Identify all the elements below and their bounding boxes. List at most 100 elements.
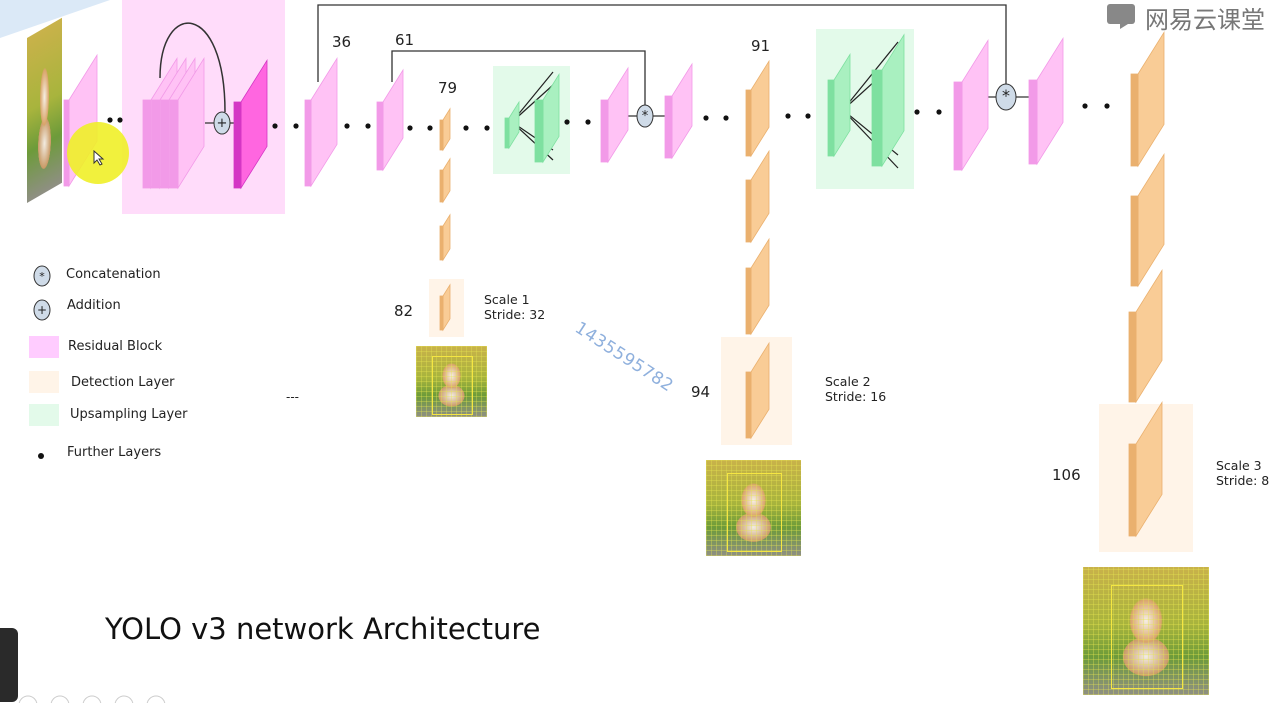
further-layer-dot: [564, 119, 570, 125]
legend-detection-layer: Detection Layer: [71, 375, 175, 390]
circle-asterisk-icon: *: [33, 265, 51, 287]
detect-3c: [1128, 269, 1163, 404]
svg-text:*: *: [642, 109, 649, 124]
input-image: [27, 17, 62, 203]
legend-concat-symbol: *: [39, 270, 45, 283]
scale-2-label: Scale 2 Stride: 16: [825, 374, 886, 404]
further-layer-dot: [585, 119, 591, 125]
detect-2a: [745, 149, 770, 244]
residual-arc: [159, 22, 226, 113]
layer-number-79: 79: [438, 79, 458, 97]
further-layer-dot: [344, 123, 350, 129]
bounding-box: [1110, 584, 1184, 690]
grid-overlay: [1083, 567, 1209, 695]
residual-layer-3: [169, 57, 205, 190]
concat-op-icon-2: *: [995, 83, 1017, 111]
further-layer-dot: [914, 109, 920, 115]
further-layers-dot-icon: [38, 453, 44, 459]
upsample-layer-b: [534, 73, 560, 164]
further-layer-dot: [936, 109, 942, 115]
layer-pink-4: [1028, 37, 1064, 166]
further-layer-dot: [805, 113, 811, 119]
skip-connection-36: [317, 4, 1007, 85]
legend-add-symbol: +: [37, 303, 47, 317]
layer-79: [439, 107, 451, 152]
layer-pink-2: [664, 62, 693, 160]
residual-output-layer: [233, 59, 268, 190]
bounding-box: [726, 473, 783, 553]
pointer-cursor-icon: [93, 150, 105, 166]
corner-decoration: [0, 0, 110, 38]
further-layer-dot: [1082, 103, 1088, 109]
grid-overlay: [706, 460, 801, 556]
detection-image-scale-1: [416, 346, 487, 417]
further-layer-dot: [703, 115, 709, 121]
scale-1-name: Scale 1: [484, 292, 530, 307]
further-layer-dot: [723, 115, 729, 121]
further-layer-dot: [1104, 103, 1110, 109]
further-layer-dot: [117, 117, 123, 123]
layer-number-94: 94: [691, 383, 711, 401]
upsample-layer-d: [871, 33, 905, 168]
further-layer-dot: [484, 125, 490, 131]
layer-number-82: 82: [394, 302, 414, 320]
further-layer-dot: [365, 123, 371, 129]
upsample-layer-c: [827, 53, 851, 158]
scale-3-name: Scale 3: [1216, 458, 1262, 473]
detect-3a: [1130, 31, 1165, 168]
scale-1-label: Scale 1 Stride: 32: [484, 292, 545, 322]
detection-image-scale-3: [1083, 567, 1209, 695]
legend-residual-block: Residual Block: [68, 339, 163, 354]
layer-61: [376, 68, 404, 172]
detect-1b: [439, 213, 451, 262]
diagram-title: YOLO v3 network Architecture: [105, 612, 541, 646]
layer-number-106: 106: [1052, 466, 1081, 484]
layer-36: [304, 57, 338, 188]
layer-number-36: 36: [332, 33, 352, 51]
detection-image-scale-2: [706, 460, 801, 556]
bottom-controls: [18, 695, 166, 703]
brand-text: 网易云课堂: [1145, 6, 1265, 34]
upsampling-swatch: [29, 404, 59, 426]
svg-text:*: *: [1002, 86, 1010, 105]
further-layer-dot: [463, 125, 469, 131]
layer-number-61: 61: [395, 31, 415, 49]
layer-91: [745, 59, 770, 158]
layer-pink-3: [953, 39, 989, 172]
layer-pink-1: [600, 66, 629, 164]
layer-number-91: 91: [751, 37, 771, 55]
scale-1-stride: Stride: 32: [484, 307, 546, 322]
legend-addition: Addition: [67, 298, 121, 313]
upsample-layer-a: [504, 100, 520, 150]
residual-swatch: [29, 336, 59, 358]
scale-2-stride: Stride: 16: [825, 389, 887, 404]
scale-3-stride: Stride: 8: [1216, 473, 1270, 488]
svg-text:+: +: [217, 116, 228, 131]
grid-overlay: [416, 346, 487, 417]
detect-2b: [745, 237, 770, 336]
skip-connection-61: [391, 50, 646, 105]
cursor-highlight: [67, 122, 129, 184]
detection-swatch: [29, 371, 59, 393]
further-layer-dot: [107, 117, 113, 123]
legend-upsampling-layer: Upsampling Layer: [70, 407, 188, 422]
addition-op-icon: +: [213, 111, 231, 135]
legend-further-layers: Further Layers: [67, 445, 162, 460]
detect-3b: [1130, 153, 1165, 288]
legend-concatenation: Concatenation: [66, 267, 161, 282]
scale-2-name: Scale 2: [825, 374, 871, 389]
concat-op-icon-1: *: [636, 104, 654, 128]
netease-logo-icon: [1107, 4, 1135, 29]
further-layer-dot: [427, 125, 433, 131]
layer-82: [439, 283, 451, 332]
further-layer-dot: [407, 125, 413, 131]
further-layer-dot: [785, 113, 791, 119]
layer-106: [1128, 401, 1163, 538]
side-panel-tab[interactable]: [0, 628, 18, 702]
detect-1a: [439, 157, 451, 204]
further-layer-dot: [272, 123, 278, 129]
bounding-box: [431, 355, 474, 415]
circle-plus-icon: +: [33, 299, 51, 321]
